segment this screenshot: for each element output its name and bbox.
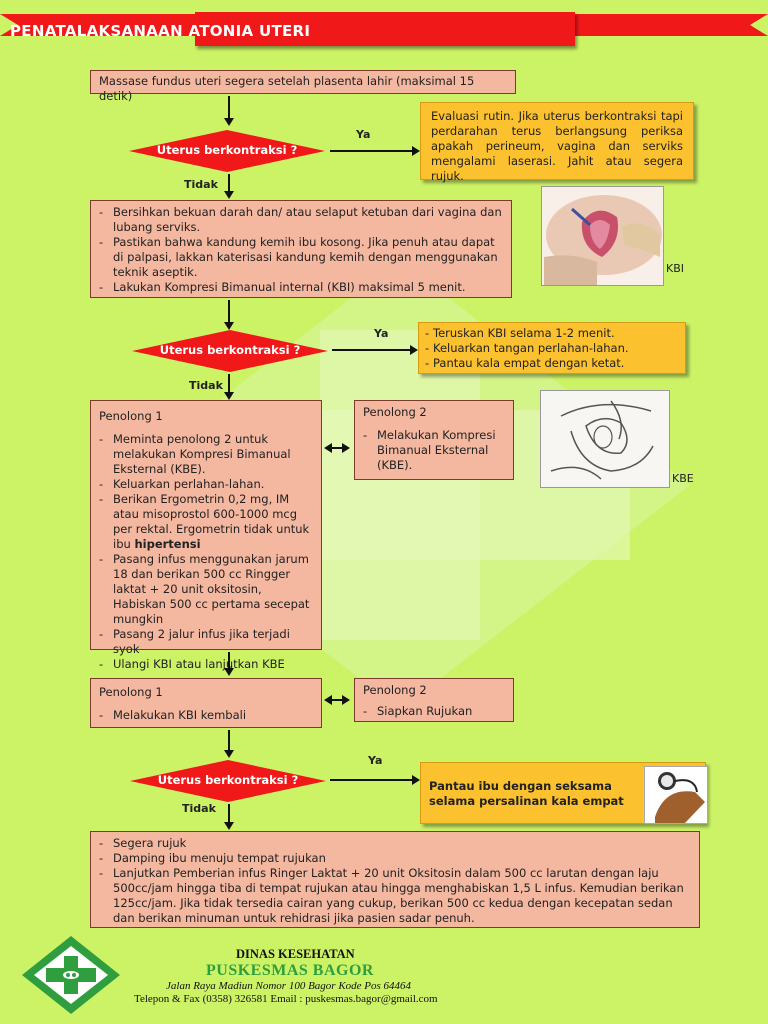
arrow-head	[342, 443, 350, 453]
list-item: Melakukan Kompresi Bimanual Eksternal (K…	[363, 428, 505, 473]
decision-2-yes: Ya	[374, 327, 389, 340]
list-item: Pantau kala empat dengan ketat.	[425, 356, 679, 371]
decision-1-label: Uterus berkontraksi ?	[156, 143, 298, 157]
list-item: Pasang infus menggunakan jarum 18 dan be…	[99, 552, 313, 627]
arrow-line	[330, 779, 412, 781]
list-item: Berikan Ergometrin 0,2 mg, IM atau misop…	[99, 492, 313, 552]
arrow-line	[228, 804, 230, 822]
penolong-2b-box: Penolong 2 Siapkan Rujukan	[354, 678, 514, 722]
footer-name: PUSKESMAS BAGOR	[206, 962, 374, 979]
list-item: Pasang 2 jalur infus jika terjadi syok	[99, 627, 313, 657]
penolong-2a-title: Penolong 2	[363, 405, 427, 419]
list-item: Pastikan bahwa kandung kemih ibu kosong.…	[99, 235, 503, 280]
list-item: Ulangi KBI atau lanjutkan KBE	[99, 657, 313, 672]
list-item: Lanjutkan Pemberian infus Ringer Laktat …	[99, 866, 691, 926]
final-box: Segera rujuk Damping ibu menuju tempat r…	[90, 831, 700, 928]
yes-1-callout: Evaluasi rutin. Jika uterus berkontraksi…	[420, 102, 694, 183]
arrow-line	[228, 174, 230, 191]
penolong-1b-title: Penolong 1	[99, 685, 163, 699]
decision-2-label: Uterus berkontraksi ?	[159, 343, 301, 357]
arrow-line	[228, 96, 230, 118]
kbe-illustration	[540, 390, 670, 488]
decision-3-label: Uterus berkontraksi ?	[157, 773, 299, 787]
penolong-1a-title: Penolong 1	[99, 409, 163, 423]
kbi-illustration	[541, 186, 664, 286]
double-arrow-line	[330, 699, 344, 701]
decision-1-yes: Ya	[356, 128, 371, 141]
list-item: Damping ibu menuju tempat rujukan	[99, 851, 691, 866]
arrow-line	[228, 730, 230, 750]
page-title: PENATALAKSANAAN ATONIA UTERI	[10, 22, 311, 40]
arrow-head	[412, 775, 420, 785]
list-item: Bersihkan bekuan darah dan/ atau selaput…	[99, 205, 503, 235]
list-item: Meminta penolong 2 untuk melakukan Kompr…	[99, 432, 313, 477]
blood-pressure-icon	[644, 766, 708, 824]
arrow-line	[330, 150, 412, 152]
double-arrow-line	[330, 447, 344, 449]
footer-contact: Telepon & Fax (0358) 326581 Email : pusk…	[134, 993, 438, 1005]
list-item: Teruskan KBI selama 1-2 menit.	[425, 326, 679, 341]
arrow-head	[224, 668, 234, 676]
kbe-label: KBE	[672, 472, 694, 485]
penolong-1b-box: Penolong 1 Melakukan KBI kembali	[90, 678, 322, 728]
list-item: Keluarkan perlahan-lahan.	[99, 477, 313, 492]
arrow-line	[228, 652, 230, 668]
decision-1: Uterus berkontraksi ?	[127, 128, 327, 174]
decision-2: Uterus berkontraksi ?	[130, 328, 330, 374]
yes-2-callout: Teruskan KBI selama 1-2 menit. Keluarkan…	[418, 322, 686, 374]
arrow-line	[228, 374, 230, 392]
yes-3-text: Pantau ibu dengan seksama selama persali…	[429, 779, 624, 808]
penolong-2b-title: Penolong 2	[363, 683, 427, 697]
decision-3: Uterus berkontraksi ?	[128, 758, 328, 804]
yes-1-text: Evaluasi rutin. Jika uterus berkontraksi…	[431, 109, 683, 183]
arrow-head	[224, 822, 234, 830]
step-massase-box: Massase fundus uteri segera setelah plas…	[90, 70, 516, 103]
arrow-head	[224, 118, 234, 126]
arrow-head	[224, 191, 234, 199]
step-massase-text: Massase fundus uteri segera setelah plas…	[99, 74, 475, 103]
decision-3-yes: Ya	[368, 754, 383, 767]
arrow-head	[342, 695, 350, 705]
list-item: Melakukan KBI kembali	[99, 708, 313, 723]
arrow-head	[224, 392, 234, 400]
decision-3-no: Tidak	[182, 802, 216, 815]
list-item-text: Berikan Ergometrin 0,2 mg, IM atau misop…	[113, 492, 310, 551]
arrow-head	[224, 322, 234, 330]
arrow-head	[224, 750, 234, 758]
penolong-2a-box: Penolong 2 Melakukan Kompresi Bimanual E…	[354, 400, 514, 480]
list-item: Keluarkan tangan perlahan-lahan.	[425, 341, 679, 356]
puskesmas-logo	[20, 934, 122, 1016]
list-item: Siapkan Rujukan	[363, 704, 505, 719]
arrow-head	[324, 695, 332, 705]
bold-word: hipertensi	[134, 537, 201, 551]
arrow-head	[410, 345, 418, 355]
header-ribbon-left	[0, 14, 200, 36]
decision-2-no: Tidak	[189, 379, 223, 392]
header-banner	[195, 12, 575, 46]
arrow-line	[332, 349, 410, 351]
list-item: Lakukan Kompresi Bimanual internal (KBI)…	[99, 280, 503, 295]
arrow-line	[228, 300, 230, 322]
step-2-box: Bersihkan bekuan darah dan/ atau selaput…	[90, 200, 512, 298]
arrow-head	[324, 443, 332, 453]
penolong-1a-box: Penolong 1 Meminta penolong 2 untuk mela…	[90, 400, 322, 672]
arrow-head	[412, 146, 420, 156]
footer-address: Jalan Raya Madiun Nomor 100 Bagor Kode P…	[166, 980, 412, 992]
kbi-label: KBI	[666, 262, 685, 275]
footer-org: DINAS KESEHATAN	[236, 947, 355, 961]
decision-1-no: Tidak	[184, 178, 218, 191]
list-item: Segera rujuk	[99, 836, 691, 851]
